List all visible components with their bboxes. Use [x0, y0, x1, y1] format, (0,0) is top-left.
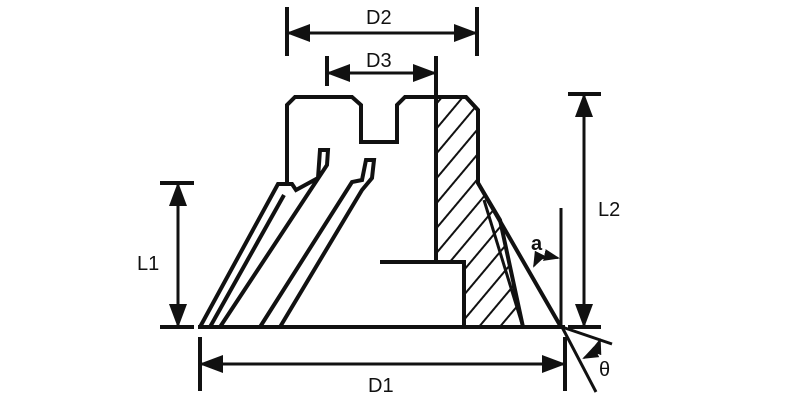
d1-dimension — [198, 337, 567, 391]
angle-a-arrow — [533, 249, 560, 268]
l1-dimension — [160, 181, 194, 329]
l2-dimension — [568, 92, 601, 329]
theta-lines — [560, 325, 613, 393]
theta-label: θ — [599, 359, 610, 381]
d2-dimension — [285, 7, 479, 56]
l1-label: L1 — [137, 253, 159, 275]
theta-arrow — [582, 338, 602, 359]
tool-body-outline — [285, 95, 563, 328]
d3-dimension — [325, 56, 438, 96]
inner-curve — [482, 199, 525, 328]
l2-label: L2 — [598, 199, 620, 221]
d1-label: D1 — [368, 375, 394, 397]
angle-a-label: a — [531, 233, 543, 255]
d3-label: D3 — [366, 50, 392, 72]
flute-strips — [198, 148, 377, 329]
d2-label: D2 — [366, 7, 392, 29]
